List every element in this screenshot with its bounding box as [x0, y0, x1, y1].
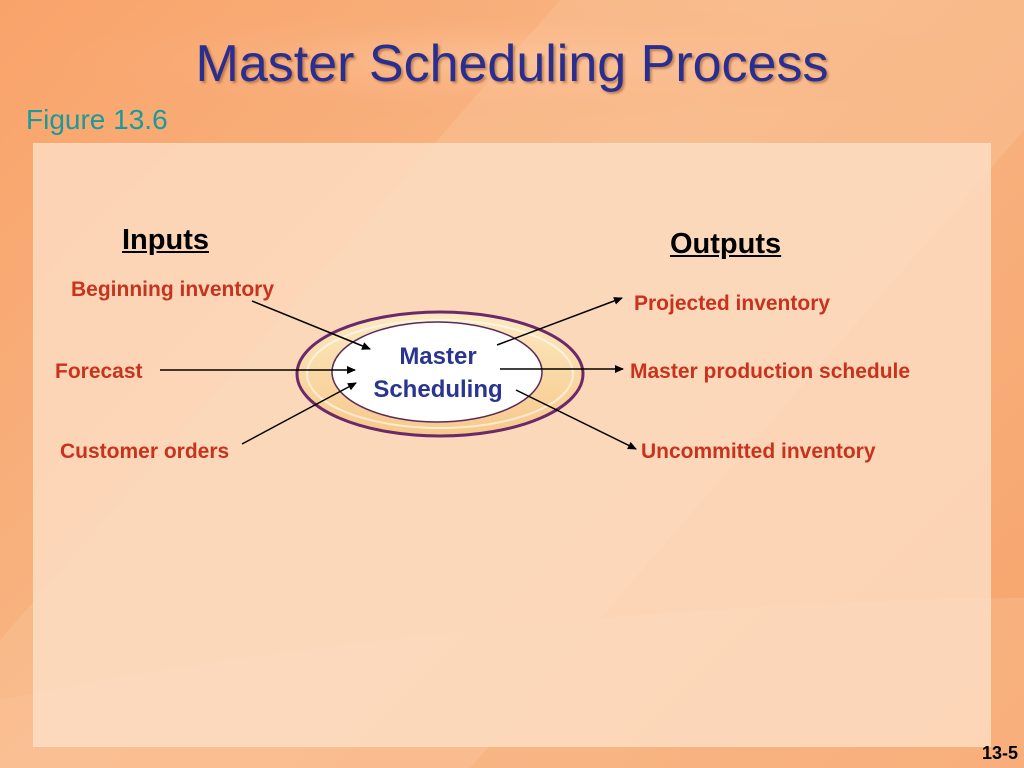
- inner-ellipse: [331, 321, 543, 423]
- center-label-line2: Scheduling: [373, 376, 503, 403]
- slide-title: Master Scheduling Process: [195, 35, 829, 93]
- output-projected-inventory: Projected inventory: [634, 292, 831, 315]
- output-uncommitted-inventory: Uncommitted inventory: [641, 440, 876, 463]
- arrow-projected-inventory: [496, 297, 623, 346]
- arrow-uncommitted-inventory: [515, 389, 637, 450]
- center-label: Master Scheduling: [340, 340, 536, 406]
- arrow-customer-orders: [241, 382, 357, 445]
- input-beginning-inventory: Beginning inventory: [71, 278, 275, 301]
- center-label-line1: Master: [399, 343, 477, 370]
- input-forecast: Forecast: [55, 360, 143, 383]
- input-customer-orders: Customer orders: [60, 440, 230, 463]
- content-panel: [34, 144, 990, 746]
- outer-ring-highlight: [306, 319, 574, 429]
- page-number: 13-5: [981, 743, 1018, 763]
- inputs-heading: Inputs: [122, 224, 209, 256]
- arrow-beginning-inventory: [251, 300, 371, 350]
- outputs-heading: Outputs: [670, 228, 782, 260]
- output-master-production-schedule: Master production schedule: [630, 360, 911, 383]
- figure-label: Figure 13.6: [26, 104, 168, 135]
